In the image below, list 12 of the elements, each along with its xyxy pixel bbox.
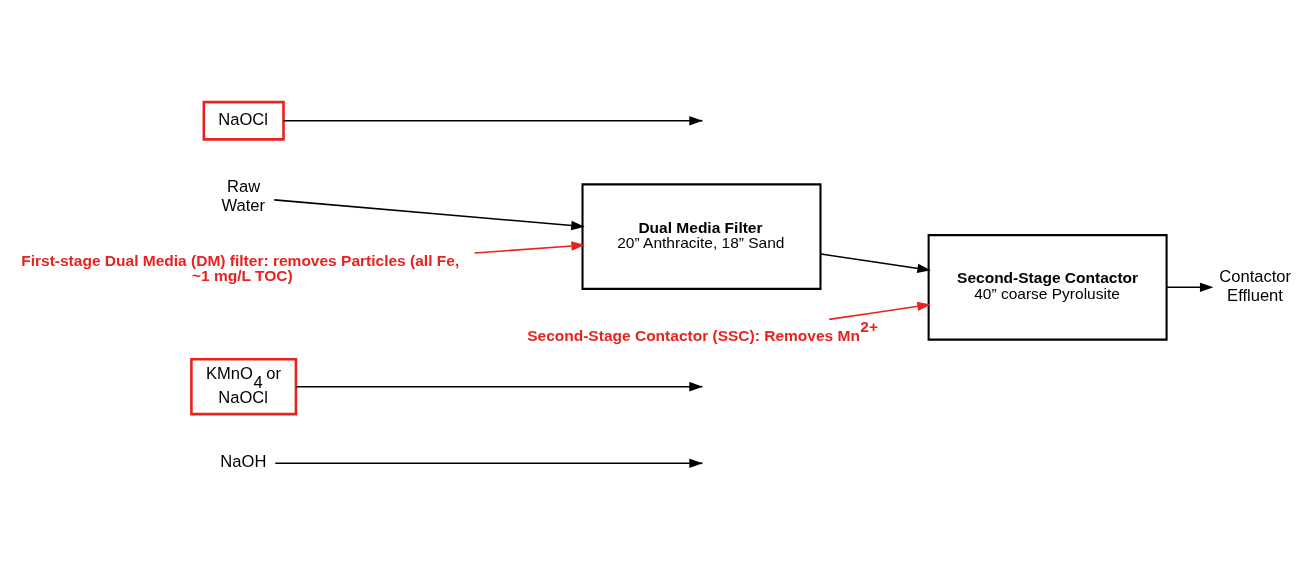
arrow bbox=[473, 240, 585, 254]
arrow bbox=[828, 301, 931, 320]
node-text: Raw Water bbox=[221, 176, 265, 215]
node-text: First-stage Dual Media (DM) filter: removes Particles (all Fe, ~1 mg/L TOC) bbox=[21, 251, 460, 284]
node-box: Second-Stage Contactor 40” coarse Pyrolusite bbox=[927, 233, 1168, 341]
node-text: Contactor Effluent bbox=[1219, 266, 1292, 305]
arrow bbox=[1165, 282, 1214, 292]
node-box: Dual Media Filter 20” Anthracite, 18” Sand bbox=[581, 182, 822, 290]
arrow bbox=[273, 198, 585, 230]
arrow bbox=[820, 252, 931, 273]
node-text: NaOH bbox=[220, 451, 267, 471]
node-box: NaOCl bbox=[202, 100, 285, 141]
